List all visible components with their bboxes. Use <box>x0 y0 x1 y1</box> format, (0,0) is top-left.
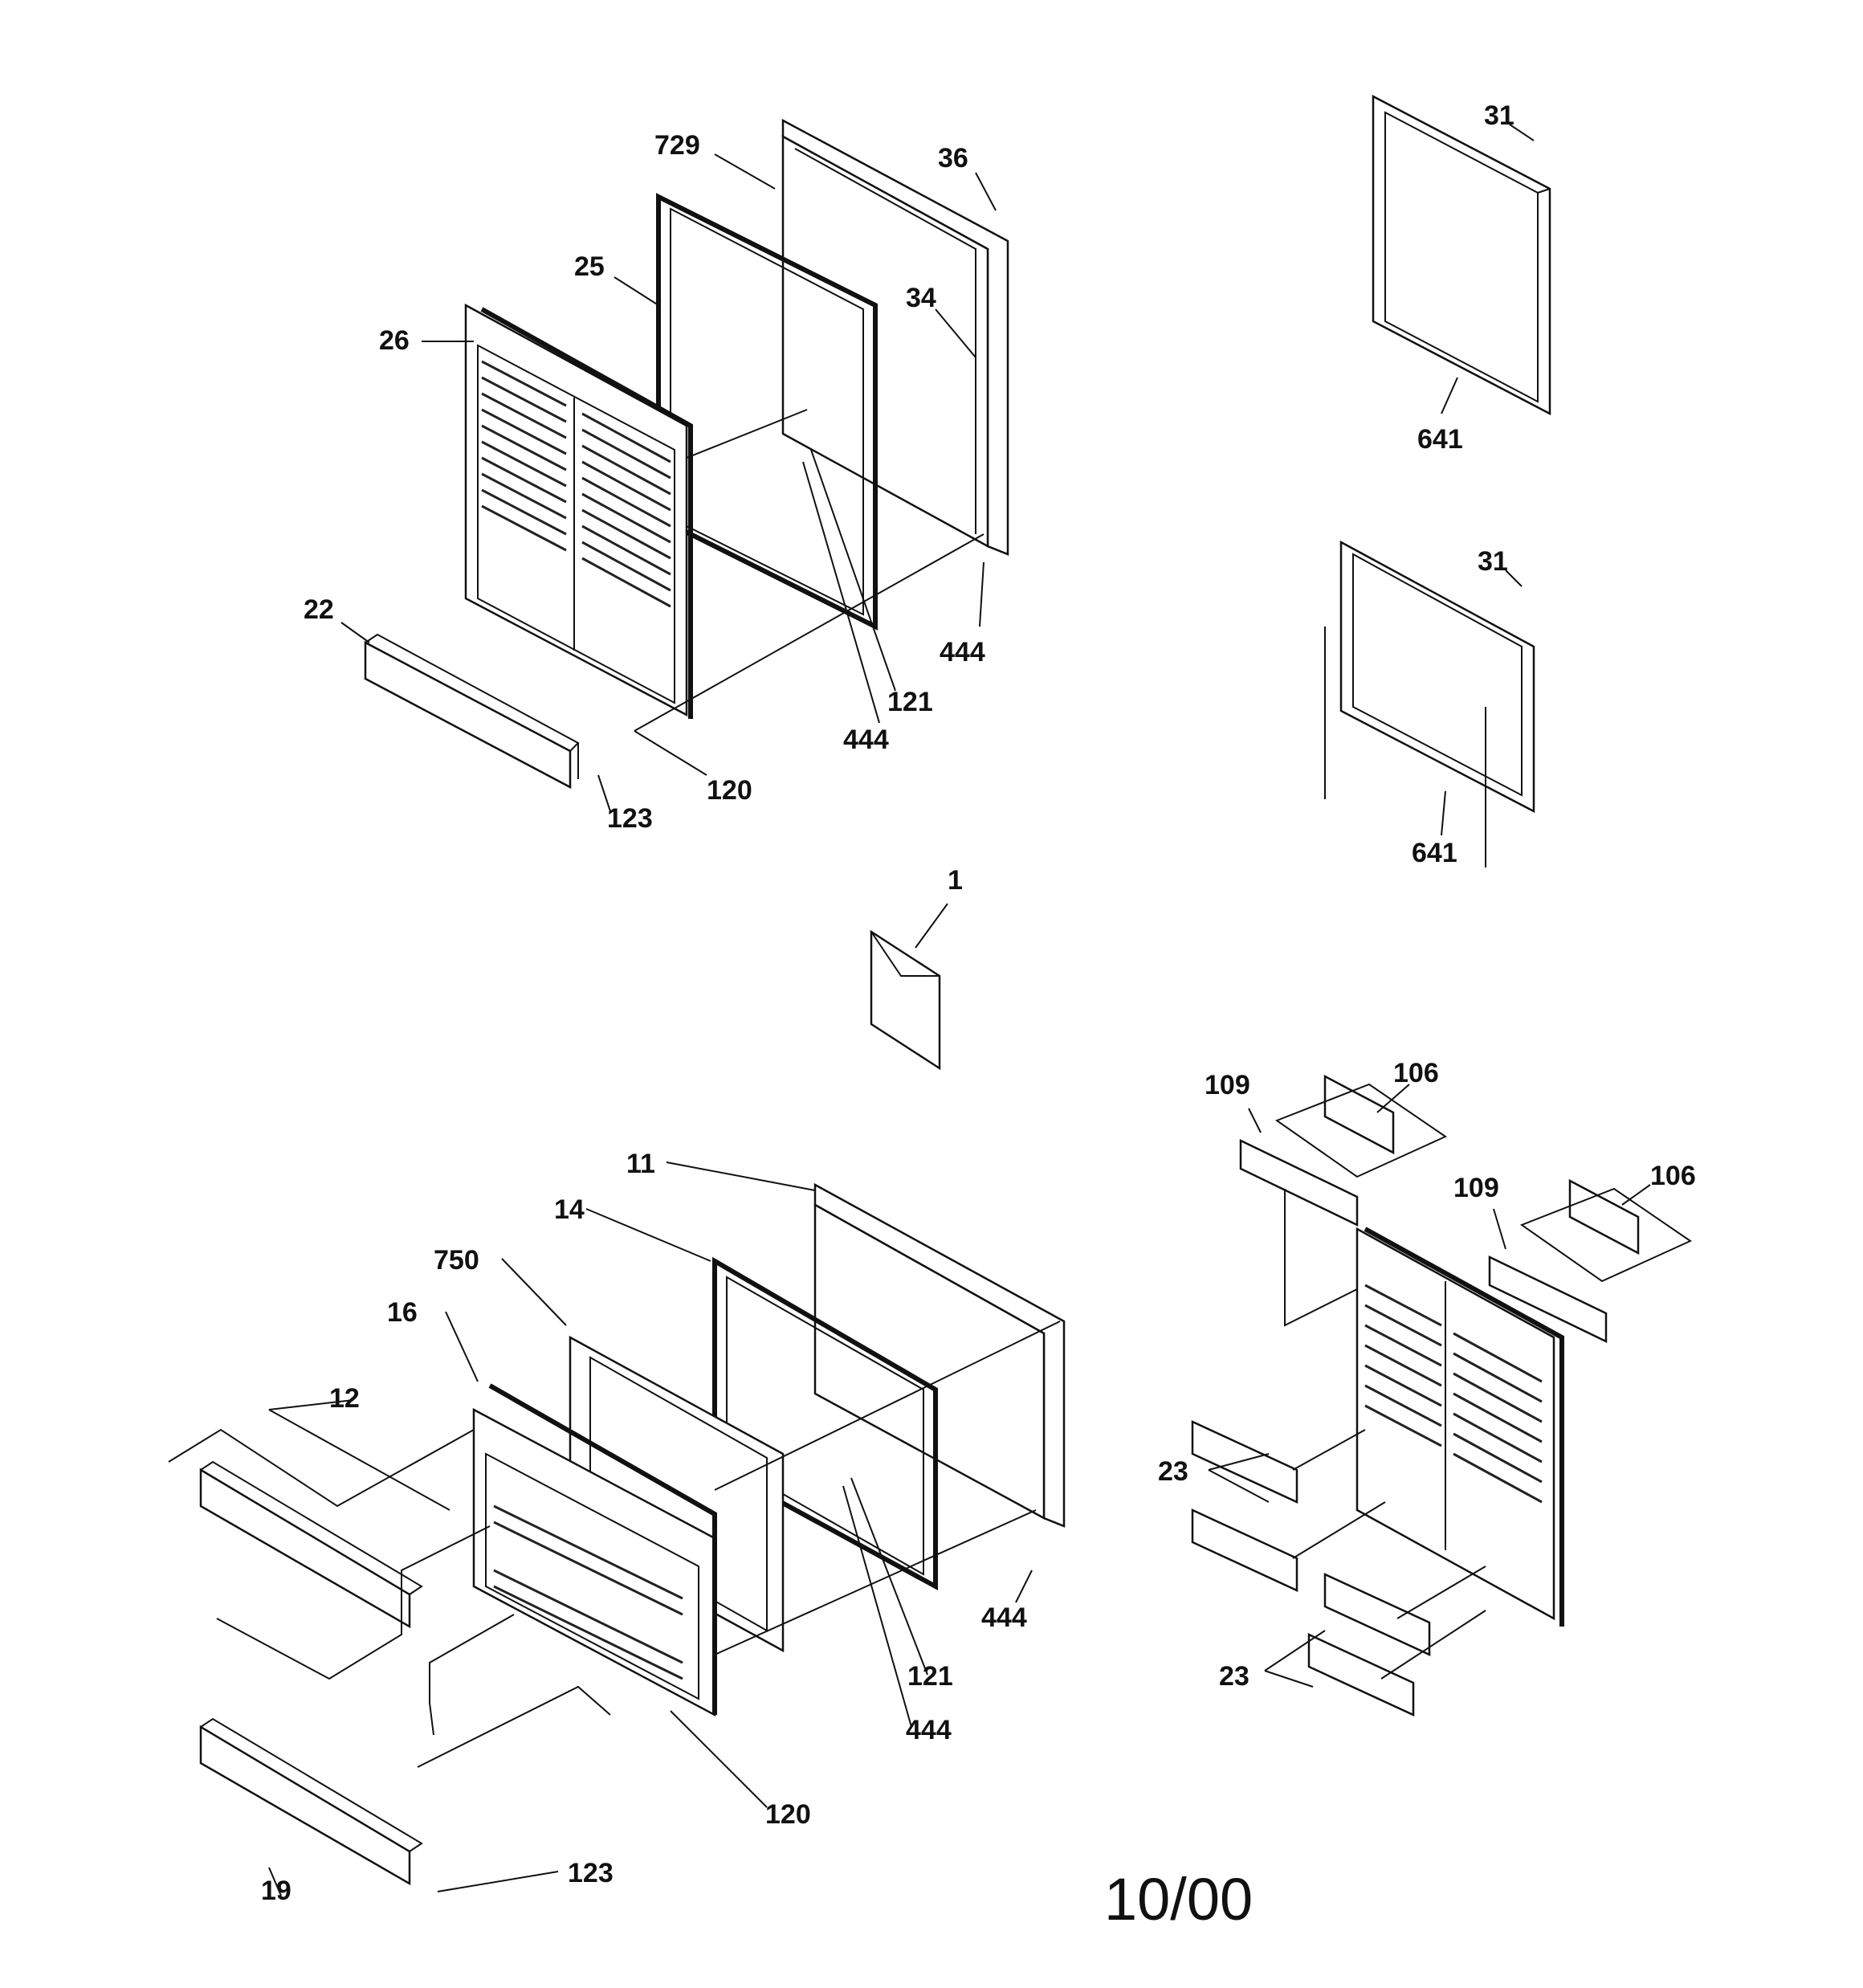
callout-23-lower: 23 <box>1219 1661 1249 1692</box>
callout-444-upper-right: 444 <box>940 637 985 667</box>
leader-lines <box>268 124 1651 1896</box>
cover-106-upper <box>1274 1074 1448 1178</box>
bin-23-b <box>1191 1508 1298 1592</box>
callout-31-bottom: 31 <box>1478 546 1508 577</box>
callout-106-upper: 106 <box>1393 1058 1439 1088</box>
upper-frame-top <box>1372 94 1551 416</box>
callout-19: 19 <box>261 1876 291 1906</box>
callout-120-lower: 120 <box>765 1799 811 1830</box>
callout-641-top: 641 <box>1417 424 1463 455</box>
callout-109-lower: 109 <box>1453 1173 1499 1203</box>
callout-31-top: 31 <box>1484 100 1514 131</box>
callout-123-upper: 123 <box>607 803 653 834</box>
callout-444-upper: 444 <box>843 725 889 755</box>
callout-26: 26 <box>379 325 410 356</box>
cover-106-lower <box>1519 1178 1693 1283</box>
callout-729: 729 <box>654 130 700 161</box>
callout-641-bottom: 641 <box>1412 838 1457 868</box>
callout-11: 11 <box>626 1149 655 1179</box>
outer-door-panel-lower <box>813 1182 1066 1528</box>
door-gasket-lower <box>712 1256 938 1591</box>
bin-23-a <box>1191 1420 1298 1504</box>
callout-36: 36 <box>938 143 968 173</box>
callout-750: 750 <box>434 1245 479 1276</box>
callout-123-lower: 123 <box>568 1858 614 1888</box>
callout-34: 34 <box>906 283 936 313</box>
callout-25: 25 <box>574 251 605 282</box>
revision-date: 10/00 <box>1104 1866 1253 1933</box>
callout-16: 16 <box>387 1297 418 1328</box>
door-bin-lower-2 <box>199 1717 423 1886</box>
door-liner <box>464 303 693 719</box>
liner-shelf-ribs-right <box>1364 1284 1543 1504</box>
callout-22: 22 <box>304 594 334 625</box>
freezer-door-assembly <box>364 118 1009 790</box>
door-liner-lower <box>472 1383 717 1717</box>
fresh-food-door-assembly <box>168 1182 1066 1886</box>
outer-door-panel <box>781 118 1009 556</box>
shelf-rail <box>268 1409 450 1511</box>
shelf-109-upper <box>1239 1139 1359 1227</box>
upper-frame-bottom <box>1324 540 1535 867</box>
callout-121-upper: 121 <box>887 687 933 717</box>
liner-shelf-ribs-lower <box>493 1504 683 1680</box>
callout-23-upper: 23 <box>1158 1456 1188 1487</box>
liner-shelf-ribs <box>481 360 671 608</box>
callout-labels: 729 36 25 34 26 22 444 121 444 120 123 3… <box>261 100 1696 1933</box>
callout-106-lower: 106 <box>1650 1161 1696 1191</box>
bin-23-c <box>1323 1573 1431 1656</box>
callout-121-lower: 121 <box>907 1661 953 1692</box>
callout-444-lower: 444 <box>906 1715 952 1745</box>
callout-1: 1 <box>948 865 963 896</box>
callout-14: 14 <box>554 1194 585 1225</box>
callout-12: 12 <box>329 1383 360 1414</box>
callout-120-upper: 120 <box>707 775 752 806</box>
door-bin-lower-1 <box>199 1460 423 1629</box>
callout-109-upper: 109 <box>1205 1070 1250 1100</box>
door-with-bins-assembly <box>1191 1074 1693 1717</box>
door-liner-right <box>1355 1227 1564 1627</box>
callout-444-lower-right: 444 <box>981 1602 1027 1633</box>
door-bin <box>364 633 580 790</box>
shelf-109-lower <box>1488 1255 1608 1343</box>
bin-23-d <box>1307 1633 1415 1717</box>
literature-envelope <box>870 929 941 1071</box>
